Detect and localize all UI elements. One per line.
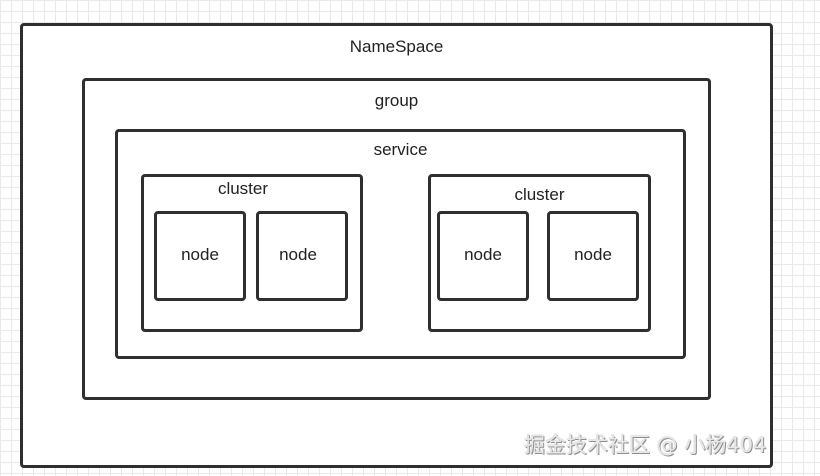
node-label: node: [181, 245, 219, 264]
group-label: group: [374, 91, 419, 110]
cluster-label: cluster: [217, 179, 269, 198]
watermark-text: 掘金技术社区 @ 小杨404: [524, 433, 767, 457]
namespace-label: NameSpace: [349, 37, 444, 56]
service-label: service: [373, 140, 428, 159]
node-box: node: [437, 211, 529, 301]
node-label: node: [464, 245, 502, 264]
node-box: node: [547, 211, 639, 301]
cluster-label: cluster: [514, 185, 565, 204]
node-label: node: [279, 245, 317, 264]
node-label: node: [574, 245, 612, 264]
node-box: node: [256, 211, 348, 301]
node-box: node: [154, 211, 246, 301]
